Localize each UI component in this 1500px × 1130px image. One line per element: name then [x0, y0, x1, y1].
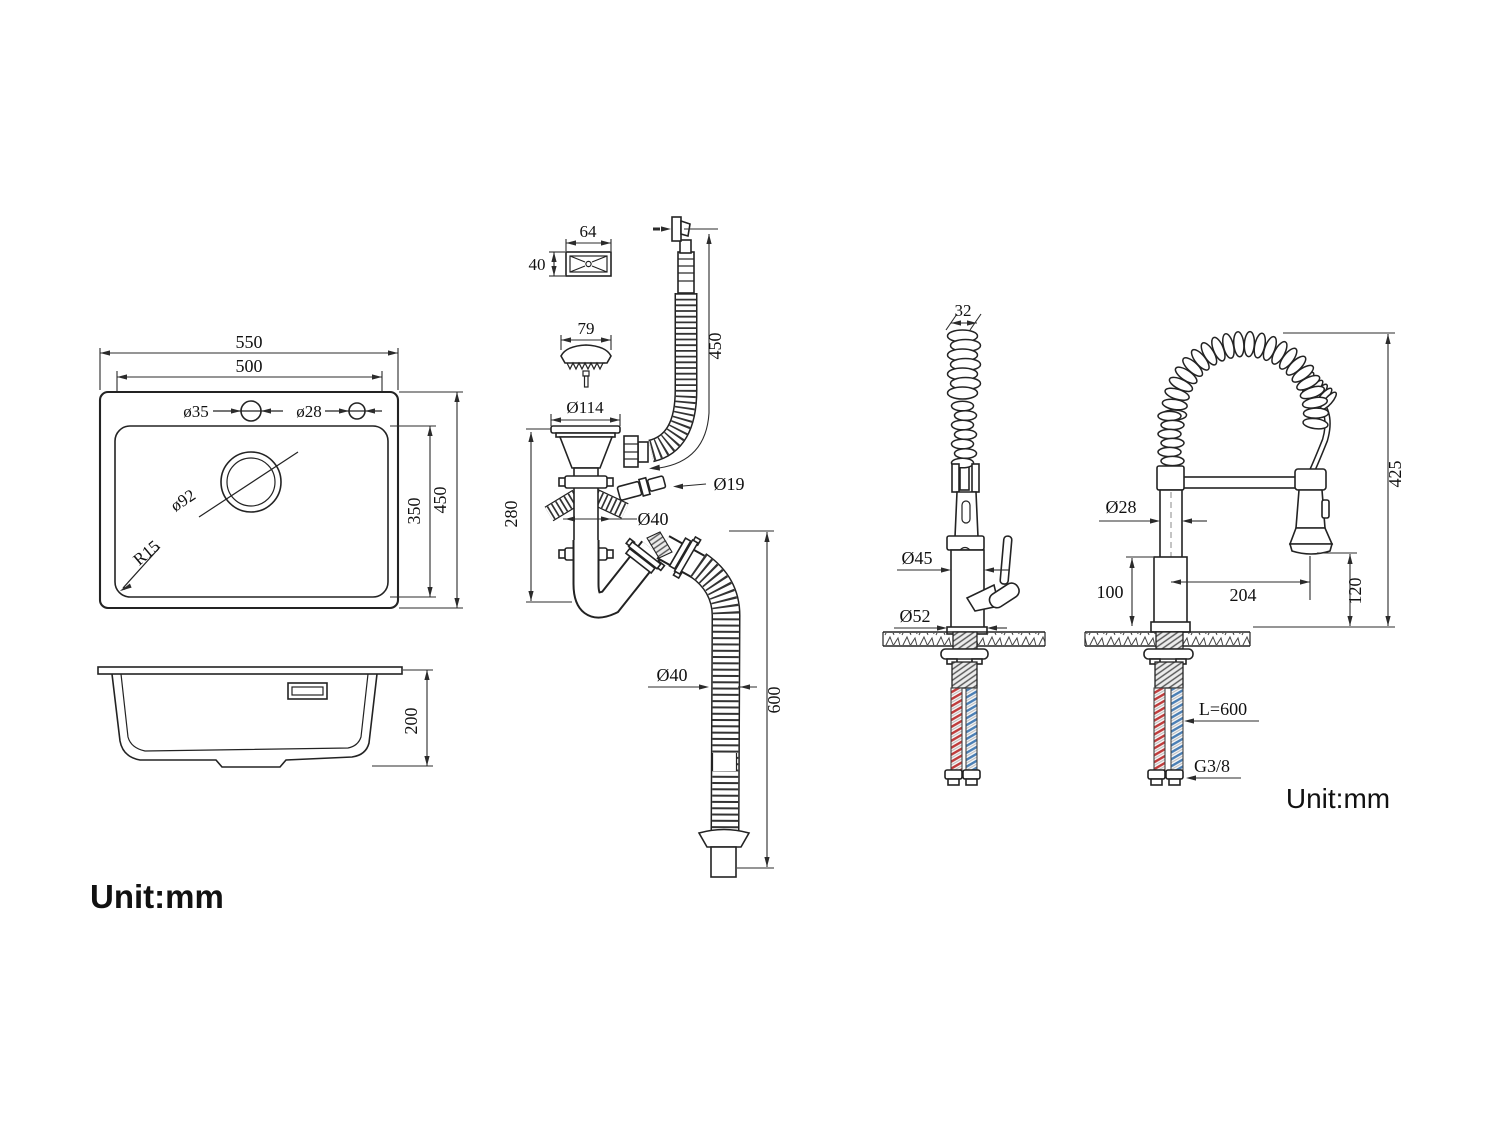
- dim-pipe-dia: Ø40: [638, 509, 669, 529]
- hot-supply-hose: [950, 687, 963, 771]
- hose-end-flange: [697, 828, 751, 848]
- mounting-shank-side: [1155, 631, 1184, 650]
- handle-knob: [988, 582, 1020, 609]
- basin-inner-wall: [120, 673, 369, 752]
- overflow-cover: 64 40: [529, 222, 612, 277]
- dim-sink-width-outer: 550: [236, 332, 263, 352]
- overflow-opening: [287, 682, 328, 700]
- unit-label-left: Unit:mm: [90, 878, 224, 915]
- overflow-tee-connector: [623, 435, 649, 468]
- cold-supply-hose-side: [1170, 687, 1184, 771]
- dim-sink-height: 200: [401, 708, 421, 735]
- strainer-basket: 79: [560, 319, 612, 388]
- dim-head-clearance: 120: [1345, 578, 1365, 605]
- unit-label-right: Unit:mm: [1286, 783, 1390, 814]
- dim-overflow-hose-len: 450: [705, 333, 725, 360]
- locknut: [940, 648, 989, 660]
- dim-hole-left: ø35: [183, 402, 209, 421]
- spring-arch: [1160, 330, 1330, 430]
- sink-bowl: [114, 425, 389, 598]
- drain-flange: Ø114: [550, 398, 621, 469]
- dim-strainer-dia: 79: [578, 319, 595, 338]
- column-base-foot: [1150, 621, 1191, 633]
- drain-opening-inner: [226, 457, 276, 507]
- dim-total-height: 425: [1385, 461, 1405, 488]
- sink-side-view: 200: [97, 666, 433, 768]
- dim-trap-height: 280: [501, 501, 521, 528]
- dim-cover-width: 64: [580, 222, 598, 241]
- dim-bowl-depth: 350: [404, 498, 424, 525]
- threaded-shank-side: [1154, 661, 1184, 689]
- dim-body-dia: Ø45: [902, 548, 933, 568]
- dim-sink-width-inner: 500: [236, 356, 263, 376]
- spring-left-column: [1157, 410, 1185, 467]
- hose-connectors: [944, 769, 981, 786]
- faucet-body: [950, 549, 985, 629]
- hose-smooth-band: [712, 753, 737, 771]
- dim-sink-depth-outer: 450: [430, 487, 450, 514]
- dim-hose-length: L=600: [1199, 699, 1247, 719]
- dim-spout-reach: 204: [1230, 585, 1257, 605]
- cold-supply-hose: [965, 687, 978, 771]
- dim-thread-size: G3/8: [1194, 756, 1230, 776]
- drain-opening-outer: [220, 451, 282, 513]
- handle-lever: [999, 535, 1013, 585]
- trap-union-right: [668, 535, 702, 580]
- hose-end-outlet: [710, 846, 737, 878]
- sink-rim-profile: [97, 666, 403, 675]
- support-arm: [1181, 476, 1299, 489]
- faucet-front-view: 32 Ø45 Ø52: [882, 301, 1046, 786]
- trap-union-left: [624, 537, 666, 575]
- column-base: [1153, 556, 1188, 624]
- spout-fork-right: [971, 463, 980, 493]
- locknut-side: [1143, 648, 1194, 660]
- drain-assembly: 64 40 79: [501, 216, 784, 878]
- pipe-union-upper: [558, 475, 614, 489]
- mounting-shank: [952, 631, 978, 650]
- spout-body-tube: [954, 491, 979, 538]
- dim-outlet-len: 600: [764, 687, 784, 714]
- dim-hole-right: ø28: [296, 402, 322, 421]
- sink-outer-rim: [98, 390, 400, 610]
- dim-base-dia: Ø52: [900, 606, 931, 626]
- dishwasher-nipple: [616, 475, 667, 501]
- spray-head: [1288, 468, 1334, 555]
- spring-coil-upper: [946, 329, 982, 400]
- hose-connectors-side: [1147, 769, 1184, 786]
- trap-elbow-gasket: [646, 531, 673, 559]
- faucet-side-view: Ø28 100 204 120 425: [1084, 330, 1405, 786]
- basin-outer-wall: [111, 673, 378, 768]
- sink-top-view: 550 500 ø35 ø28 ø92 R15 350 450: [98, 332, 463, 610]
- spout-fork-left: [951, 463, 960, 493]
- dim-base-height: 100: [1097, 582, 1124, 602]
- threaded-shank: [951, 661, 978, 689]
- dim-outlet-dia: Ø40: [657, 665, 688, 685]
- dim-column-dia: Ø28: [1106, 497, 1137, 517]
- dim-spring-dia: 32: [955, 301, 972, 320]
- dim-flange-dia: Ø114: [566, 398, 604, 417]
- spring-coil-lower: [950, 400, 978, 469]
- column-collar: [1156, 465, 1185, 491]
- hot-supply-hose-side: [1153, 687, 1166, 771]
- dim-nipple-dia: Ø19: [714, 474, 745, 494]
- counter-front: [882, 631, 1046, 647]
- dim-cover-height: 40: [529, 255, 546, 274]
